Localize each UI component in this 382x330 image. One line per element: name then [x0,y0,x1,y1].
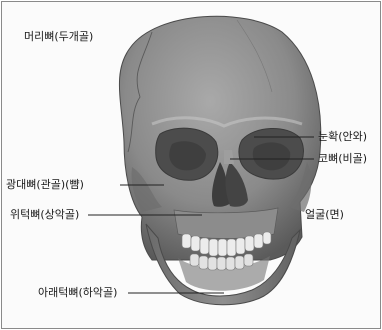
label-mandible: 아래턱뼈(하악골) [38,286,117,299]
label-eye-socket: 눈확(안와) [318,130,367,143]
label-skull: 머리뼈(두개골) [24,30,93,43]
label-zygomatic: 광대뼈(관골)(뺨) [6,178,84,191]
label-maxilla: 위턱뼈(상악골) [10,208,79,221]
skull-illustration [2,2,380,328]
maxilla [174,208,278,239]
label-nasal-bone: 코뼈(비골) [318,152,367,165]
label-face: 얼굴(면) [305,208,344,221]
